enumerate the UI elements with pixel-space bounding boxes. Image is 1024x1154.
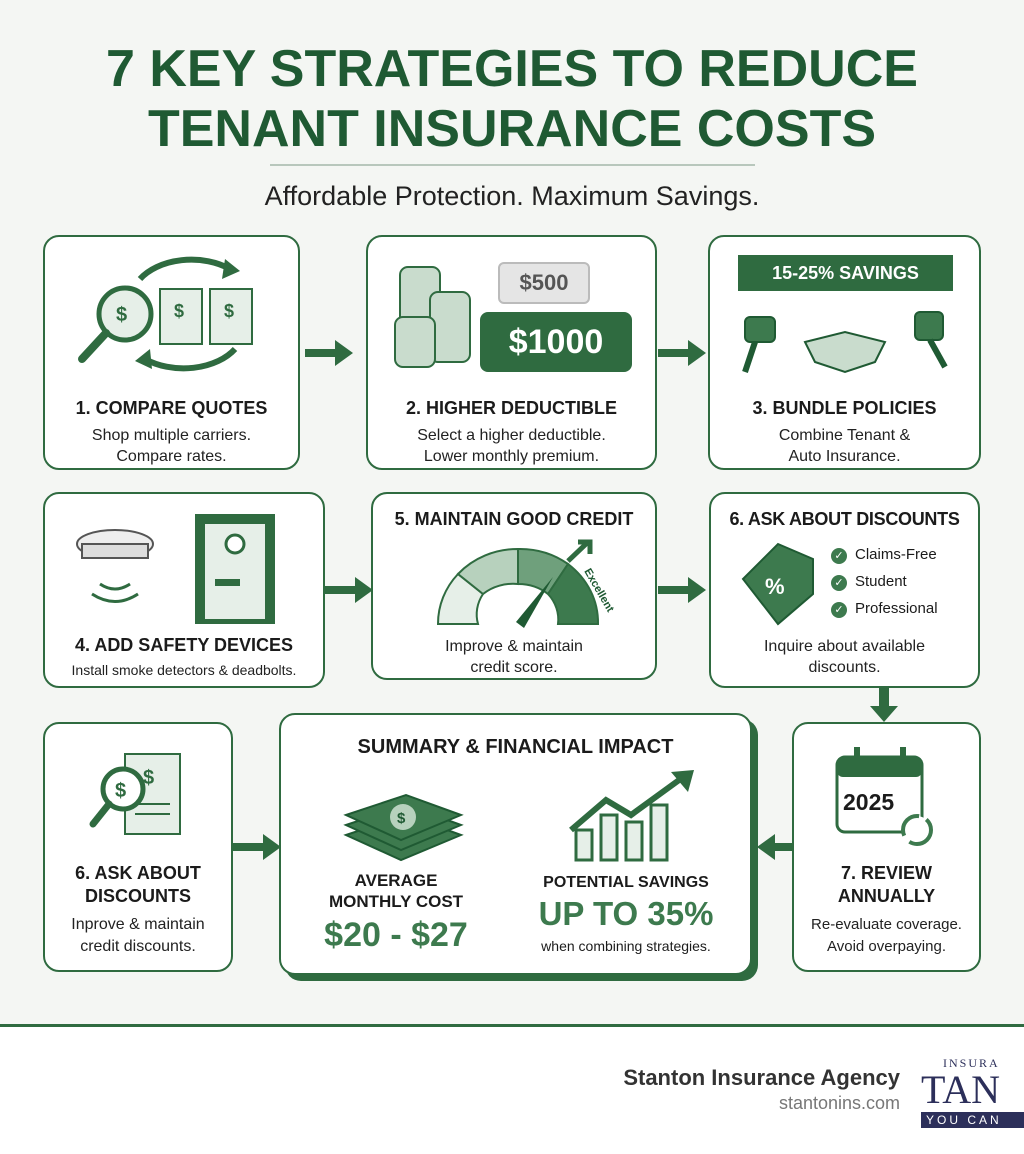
- card-desc: discounts.: [808, 659, 881, 676]
- card-title: 3. BUNDLE POLICIES: [752, 398, 937, 418]
- coin-stacks-icon: [394, 266, 471, 368]
- magnifier-dollar-documents-icon: $ $ $: [78, 256, 253, 372]
- check-icon: ✓: [831, 602, 847, 618]
- card-desc: Install smoke detectors & deadbolts.: [71, 662, 297, 678]
- card-safety-devices: 4. ADD SAFETY DEVICES Install smoke dete…: [43, 492, 325, 688]
- card-desc: Re-evaluate coverage.: [811, 916, 962, 933]
- svg-text:%: %: [765, 574, 785, 599]
- title-line-2: TENANT INSURANCE COSTS: [147, 100, 877, 158]
- cost-label: AVERAGE: [354, 871, 438, 890]
- svg-text:$: $: [224, 301, 234, 321]
- card-good-credit: 5. MAINTAIN GOOD CREDIT Excellent Improv…: [371, 492, 657, 680]
- credit-gauge-icon: Excellent: [436, 539, 616, 628]
- title-line-1: 7 KEY STRATEGIES TO REDUCE: [106, 40, 918, 98]
- card-desc: Lower monthly premium.: [423, 448, 600, 465]
- money-stack-icon: $: [343, 793, 464, 862]
- discount-item: ✓Professional: [831, 600, 938, 627]
- document-magnifier-icon: $ $: [89, 753, 181, 835]
- arrow-right-icon: [325, 577, 373, 603]
- card-title: ANNUALLY: [837, 886, 936, 906]
- savings-note: when combining strategies.: [541, 938, 711, 954]
- cost-value: $20 - $27: [324, 916, 468, 954]
- svg-text:$: $: [115, 780, 126, 802]
- card-title: 7. REVIEW: [840, 863, 933, 883]
- price-tag-icon: %: [741, 542, 814, 626]
- card-desc: Shop multiple carriers.: [91, 427, 252, 444]
- summary-title: SUMMARY & FINANCIAL IMPACT: [357, 736, 674, 758]
- card-higher-deductible: $500 $1000 2. HIGHER DEDUCTIBLE Select a…: [366, 235, 657, 470]
- savings-banner: 15-25% SAVINGS: [738, 255, 953, 291]
- card-title: 4. ADD SAFETY DEVICES: [74, 635, 294, 655]
- summary-panel: SUMMARY & FINANCIAL IMPACT $ AVERAGE MON…: [279, 713, 752, 975]
- card-title: 5. MAINTAIN GOOD CREDIT: [394, 509, 634, 529]
- arrow-right-icon: [658, 577, 706, 603]
- card-desc: Compare rates.: [116, 448, 227, 465]
- discount-item: ✓Student: [831, 573, 938, 600]
- svg-text:$: $: [143, 767, 154, 789]
- agency-website[interactable]: stantonins.com: [778, 1093, 900, 1113]
- check-icon: ✓: [831, 575, 847, 591]
- card-desc: Avoid overpaying.: [827, 938, 946, 955]
- card-desc: Combine Tenant &: [778, 427, 911, 444]
- card-bundle-policies: 15-25% SAVINGS 3. BUNDLE POLICIES Combin…: [708, 235, 981, 470]
- card-compare-quotes: $ $ $ 1. COMPARE QUOTES Shop multiple ca…: [43, 235, 300, 470]
- arrow-down-icon: [870, 688, 898, 722]
- card-desc: Select a higher deductible.: [417, 427, 606, 444]
- card-ask-discounts: 6. ASK ABOUT DISCOUNTS % ✓Claims-Free ✓S…: [709, 492, 980, 688]
- subtitle: Affordable Protection. Maximum Savings.: [264, 181, 760, 211]
- card-title: 1. COMPARE QUOTES: [75, 398, 268, 418]
- agency-logo: INSURA TAN YOU CAN: [921, 1057, 1024, 1129]
- calendar-year: 2025: [843, 789, 894, 815]
- card-desc: Inquire about available: [763, 638, 925, 655]
- card-title: 6. ASK ABOUT DISCOUNTS: [729, 509, 960, 529]
- card-desc: credit score.: [470, 659, 558, 676]
- arrow-left-icon: [757, 834, 795, 860]
- card-desc: Auto Insurance.: [788, 448, 901, 465]
- card-title: 6. ASK ABOUT: [75, 863, 201, 883]
- card-title: 2. HIGHER DEDUCTIBLE: [405, 398, 618, 418]
- arrow-right-icon: [658, 340, 706, 366]
- savings-value: UP TO 35%: [538, 895, 714, 932]
- discount-item: ✓Claims-Free: [831, 546, 938, 573]
- agency-name: Stanton Insurance Agency: [623, 1065, 900, 1090]
- card-desc: Improve & maintain: [445, 638, 583, 655]
- card-title: DISCOUNTS: [84, 886, 191, 906]
- card-ask-discounts-2: $ $ 6. ASK ABOUT DISCOUNTS Inprove & mai…: [43, 722, 233, 972]
- growth-chart-icon: [569, 770, 694, 862]
- footer: Stanton Insurance Agency stantonins.com …: [0, 1024, 1024, 1154]
- discount-list: ✓Claims-Free ✓Student ✓Professional: [831, 546, 938, 627]
- new-deductible-badge: $1000: [480, 312, 632, 372]
- savings-label: POTENTIAL SAVINGS: [543, 874, 709, 891]
- cost-label: MONTHLY COST: [328, 892, 464, 911]
- check-icon: ✓: [831, 548, 847, 564]
- divider: [270, 164, 755, 166]
- svg-text:$: $: [116, 304, 127, 326]
- arrow-right-icon: [233, 834, 281, 860]
- calendar-refresh-icon: 2025: [835, 747, 933, 846]
- old-deductible-badge: $500: [498, 262, 590, 304]
- arrow-right-icon: [305, 340, 353, 366]
- svg-text:$: $: [174, 301, 184, 321]
- smoke-detector-door-icon: [76, 514, 275, 624]
- card-desc: credit discounts.: [80, 938, 196, 955]
- card-review-annually: 2025 7. REVIEW ANNUALLY Re-evaluate cove…: [792, 722, 981, 972]
- svg-text:$: $: [397, 810, 406, 827]
- card-desc: Inprove & maintain: [71, 916, 205, 933]
- handshake-keys-icon: [742, 311, 948, 374]
